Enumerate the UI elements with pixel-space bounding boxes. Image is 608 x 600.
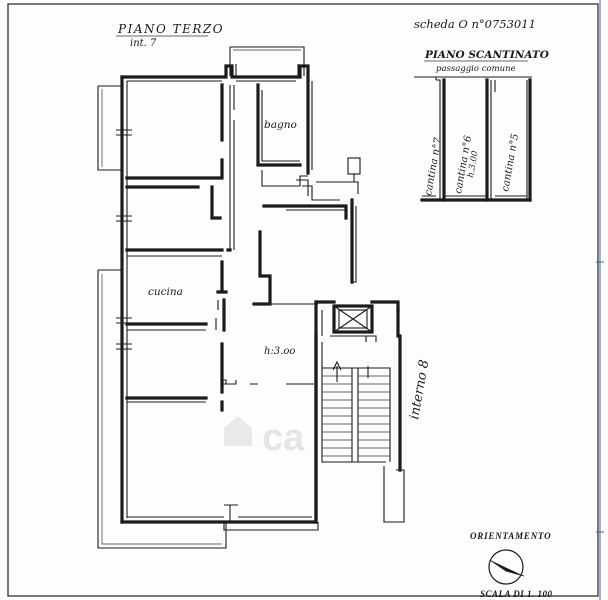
cellar-7-label: cantina n°7 (423, 136, 444, 196)
stair-treads (322, 375, 390, 457)
record-label: scheda O n°0753011 (414, 17, 536, 31)
corridor-wall (316, 181, 359, 194)
unit-label: int. 7 (130, 38, 157, 49)
balcony-left-lower (97, 270, 227, 549)
elevator-wall (314, 300, 400, 312)
vent-shaft (347, 157, 361, 175)
balcony-top (230, 46, 305, 76)
watermark-text: ca (262, 417, 305, 459)
exterior-wall (120, 64, 310, 175)
bathroom-wall (256, 83, 302, 167)
stair-wall (383, 466, 390, 523)
cellar-5-label: cantina n°5 (500, 133, 521, 193)
partition-wall (352, 206, 357, 283)
exterior-wall-inner (127, 80, 313, 170)
stair-outline (322, 367, 391, 462)
ceiling-height-label: h:3.oo (264, 346, 295, 357)
stair-wall (390, 469, 405, 523)
exterior-wall (120, 300, 318, 524)
balcony-rail (235, 64, 299, 76)
drawing-frame (7, 3, 599, 597)
watermark: ca (224, 416, 305, 459)
balcony-left-lower (101, 274, 222, 545)
stair-arrow (332, 360, 342, 382)
room-kitchen-label: cucina (148, 286, 183, 298)
partition-wall (252, 230, 272, 306)
corridor-wall (296, 179, 309, 196)
window-marks (116, 129, 132, 350)
partition-wall (222, 379, 258, 385)
partition-wall (125, 158, 224, 180)
floor-title: PIANO TERZO (117, 22, 224, 36)
stair-outline (321, 342, 386, 463)
partition-wall (125, 342, 224, 400)
basement-plan: PIANO SCANTINATO passaggio comune cantin… (414, 49, 550, 202)
stair-well (351, 368, 359, 462)
basement-subtitle: passaggio comune (436, 64, 516, 74)
balcony-left-upper (97, 86, 122, 171)
compass-icon (488, 549, 525, 585)
balcony-bottom (223, 522, 319, 531)
orientation-label: ORIENTAMENTO (470, 531, 551, 541)
corridor-wall (302, 185, 340, 201)
cellar-wall (490, 80, 496, 200)
house-icon (224, 416, 252, 446)
balcony-bottom (224, 504, 238, 522)
stair-wall (396, 308, 402, 472)
partition-wall (215, 300, 219, 330)
cellar-wall (436, 79, 441, 200)
basement-title: PIANO SCANTINATO (424, 49, 550, 61)
elevator-cabin (338, 309, 368, 329)
room-bathroom-label: bagno (264, 119, 297, 131)
cellar-6-height: h.3.00 (466, 150, 481, 179)
elevator-wall (321, 310, 377, 342)
partition-wall (216, 260, 228, 294)
apartment-plan: bagno cucina (97, 46, 432, 549)
bathroom-wall (261, 90, 300, 162)
neighbor-unit-label: interno 8 (407, 359, 432, 421)
elevator-shaft (332, 304, 374, 334)
partition-wall (125, 185, 222, 220)
corridor-wall (261, 170, 308, 187)
partition-wall (262, 204, 348, 220)
scale-label: SCALA DI 1. 100 (480, 589, 553, 599)
